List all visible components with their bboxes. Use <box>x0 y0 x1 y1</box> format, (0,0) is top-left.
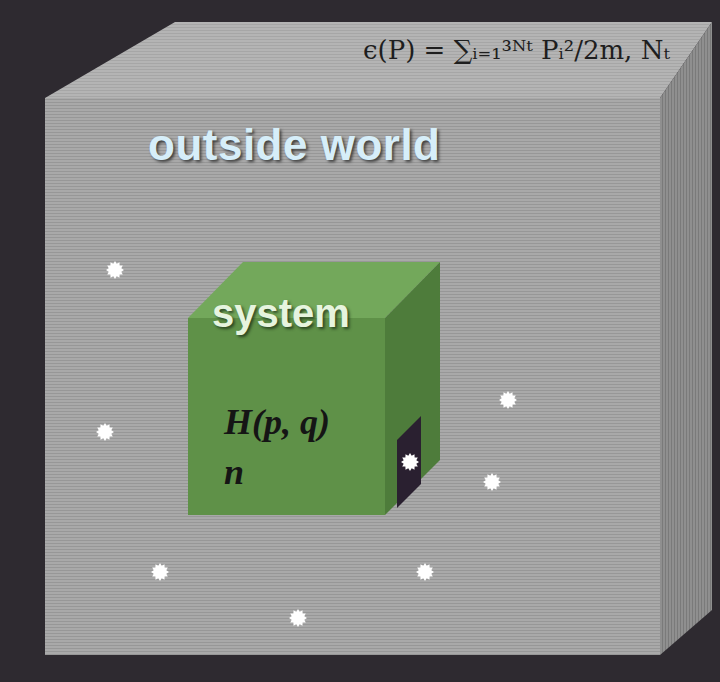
outside-world-box: ϵ(P) = ∑ᵢ₌₁³ᴺᵗ Pᵢ²/2m, Nₜ outside world sy… <box>45 22 712 655</box>
particle-number-label: n <box>224 452 244 493</box>
system-label: system <box>212 290 350 336</box>
system-box: systemH(p, q) n <box>188 262 440 515</box>
region-label: outside world <box>148 120 441 171</box>
energy-formula: ϵ(P) = ∑ᵢ₌₁³ᴺᵗ Pᵢ²/2m, Nₜ <box>363 36 670 66</box>
hamiltonian-label: H(p, q) <box>224 402 330 443</box>
